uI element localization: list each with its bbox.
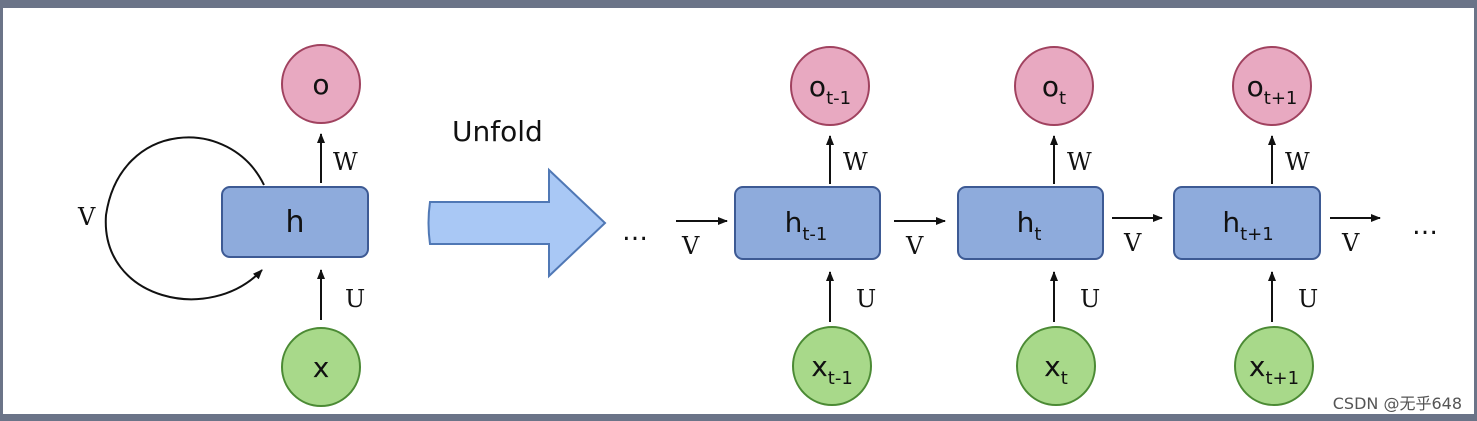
unfold-label: Unfold bbox=[452, 115, 543, 148]
v-label-0: V bbox=[681, 232, 700, 260]
folded-hidden-label: h bbox=[285, 205, 304, 240]
v-label-3: V bbox=[1341, 229, 1360, 257]
u-label: U bbox=[1080, 285, 1100, 313]
output-label: ot bbox=[1042, 70, 1066, 109]
output-label: ot+1 bbox=[1247, 70, 1298, 109]
output-node bbox=[1014, 46, 1094, 126]
folded-v-label: V bbox=[77, 203, 96, 231]
unfold-arrow bbox=[427, 167, 607, 279]
folded-input-label: x bbox=[313, 351, 330, 384]
output-node bbox=[1232, 46, 1312, 126]
u-label: U bbox=[1298, 285, 1318, 313]
watermark: CSDN @无乎648 bbox=[1333, 394, 1462, 413]
folded-input-node bbox=[281, 327, 361, 407]
hidden-node bbox=[734, 186, 881, 260]
hidden-node bbox=[1173, 186, 1321, 260]
input-label: xt+1 bbox=[1249, 350, 1299, 389]
unfold-transition: Unfold bbox=[427, 115, 607, 279]
folded-output-node bbox=[281, 44, 361, 124]
hidden-label: ht bbox=[1017, 206, 1042, 245]
output-label: ot-1 bbox=[809, 70, 851, 109]
input-label: xt-1 bbox=[811, 350, 853, 389]
folded-u-label: U bbox=[345, 285, 365, 313]
input-node bbox=[792, 326, 872, 406]
folded-rnn: V o W h U x bbox=[77, 44, 369, 407]
hidden-node bbox=[957, 186, 1104, 260]
ellipsis-left: … bbox=[622, 217, 648, 247]
time-step-t-plus-1: ot+1 W ht+1 U xt+1 bbox=[1173, 46, 1321, 406]
output-node bbox=[790, 46, 870, 126]
v-label-1: V bbox=[905, 232, 924, 260]
folded-output-label: o bbox=[312, 68, 329, 101]
input-node bbox=[1016, 326, 1096, 406]
recurrent-loop-arrow bbox=[104, 136, 265, 301]
folded-hidden-node bbox=[221, 186, 369, 258]
w-label: W bbox=[1285, 148, 1310, 176]
time-step-t: ot W ht U xt bbox=[957, 46, 1104, 406]
w-label: W bbox=[843, 148, 868, 176]
ellipsis-right: … bbox=[1412, 211, 1438, 241]
time-step-t-minus-1: ot-1 W ht-1 U xt-1 bbox=[734, 46, 881, 406]
w-label: W bbox=[1067, 148, 1092, 176]
input-label: xt bbox=[1044, 350, 1068, 389]
hidden-label: ht-1 bbox=[785, 206, 828, 245]
u-label: U bbox=[856, 285, 876, 313]
input-node bbox=[1234, 326, 1314, 406]
unfolded-rnn: … … V V V V ot-1 W ht-1 U xt-1 ot bbox=[622, 46, 1438, 406]
hidden-label: ht+1 bbox=[1222, 206, 1273, 245]
folded-w-label: W bbox=[333, 148, 358, 176]
v-label-2: V bbox=[1123, 229, 1142, 257]
